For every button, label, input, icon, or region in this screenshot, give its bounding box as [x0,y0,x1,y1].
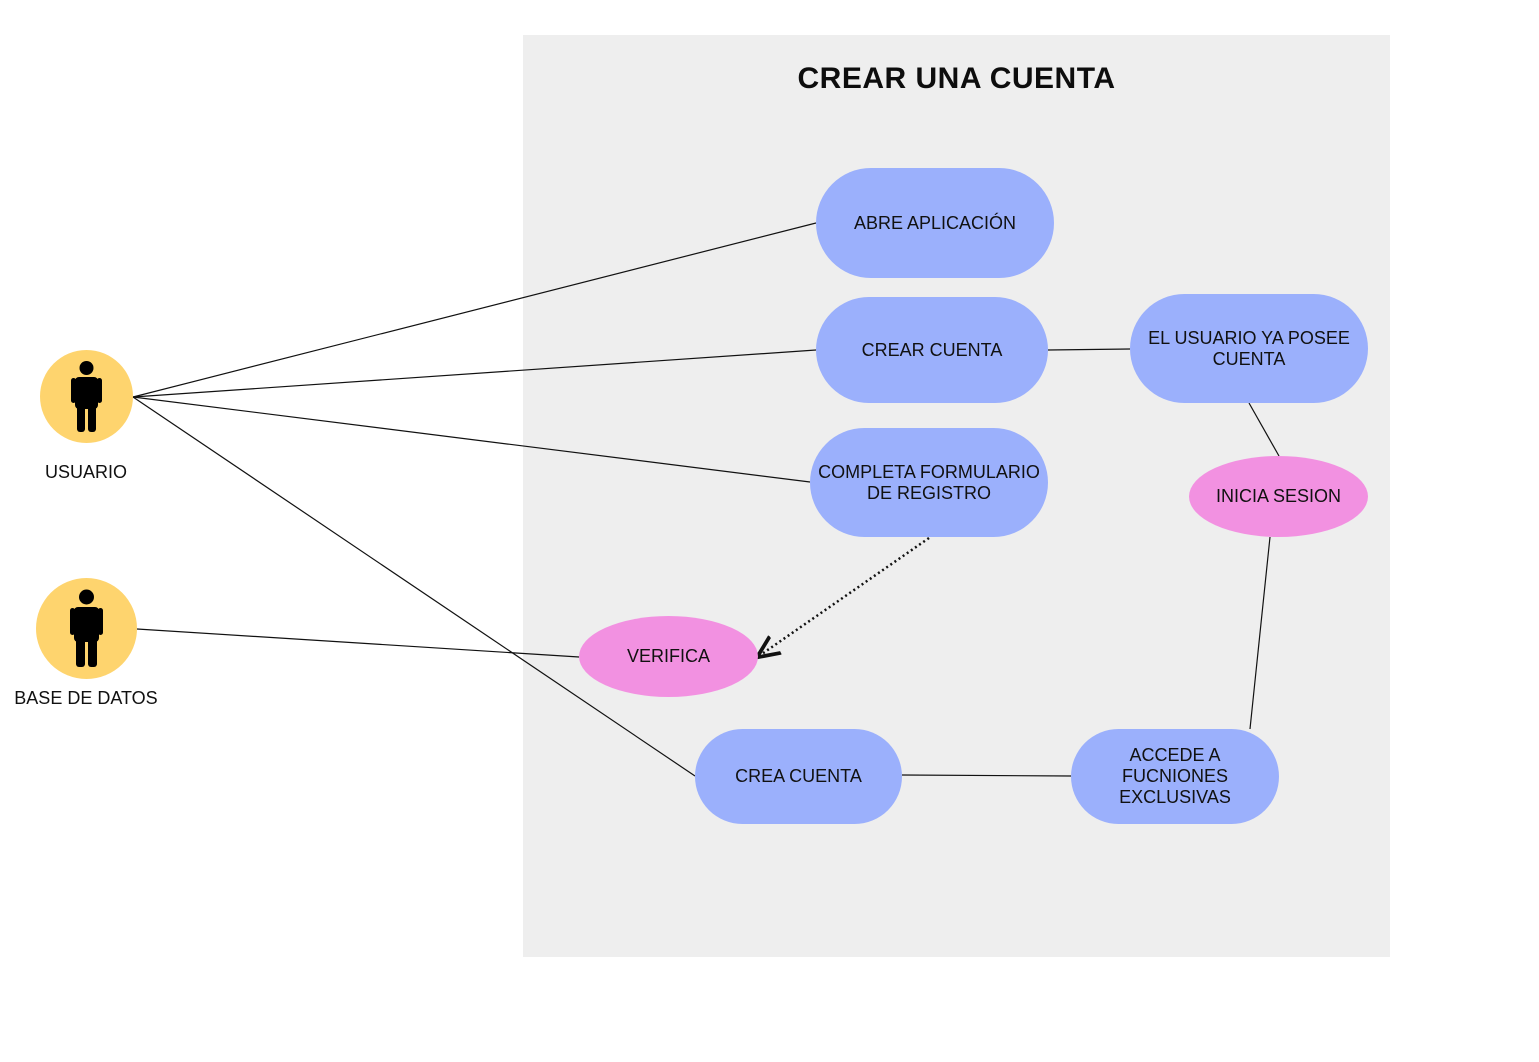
use-case-usuario-ya-posee-cuenta: EL USUARIO YA POSEE CUENTA [1130,294,1368,403]
use-case-crear-cuenta: CREAR CUENTA [816,297,1048,403]
link-usuario-crear-cuenta [132,349,817,398]
link-crea-cuenta-accede-funciones [901,774,1072,777]
link-usuario-completa-formulario [132,396,811,483]
person-icon [71,361,102,432]
use-case-crea-cuenta: CREA CUENTA [695,729,902,824]
actor-usuario-label: USUARIO [44,462,127,482]
link-posee-cuenta-inicia-sesion [1248,402,1280,457]
actor-usuario [40,350,133,443]
link-usuario-crea-cuenta [132,396,696,777]
use-case-verifica: VERIFICA [579,616,758,697]
person-icon [70,589,103,667]
use-case-inicia-sesion: INICIA SESION [1189,456,1368,537]
link-inicia-sesion-accede-funciones [1249,536,1271,730]
link-base-datos-verifica [136,628,580,658]
diagram-title: CREAR UNA CUENTA [797,62,1116,95]
link-crear-cuenta-posee-cuenta [1047,348,1131,351]
actor-base-de-datos [36,578,137,679]
dependency-formulario-verifica [759,536,930,656]
actor-base-de-datos-label: BASE DE DATOS [14,688,158,708]
use-case-accede-funciones-exclusivas: ACCEDE A FUCNIONES EXCLUSIVAS [1071,729,1279,824]
use-case-abre-aplicacion: ABRE APLICACIÓN [816,168,1054,278]
use-case-completa-formulario: COMPLETA FORMULARIO DE REGISTRO [810,428,1048,537]
link-usuario-abre-aplicacion [132,222,817,398]
